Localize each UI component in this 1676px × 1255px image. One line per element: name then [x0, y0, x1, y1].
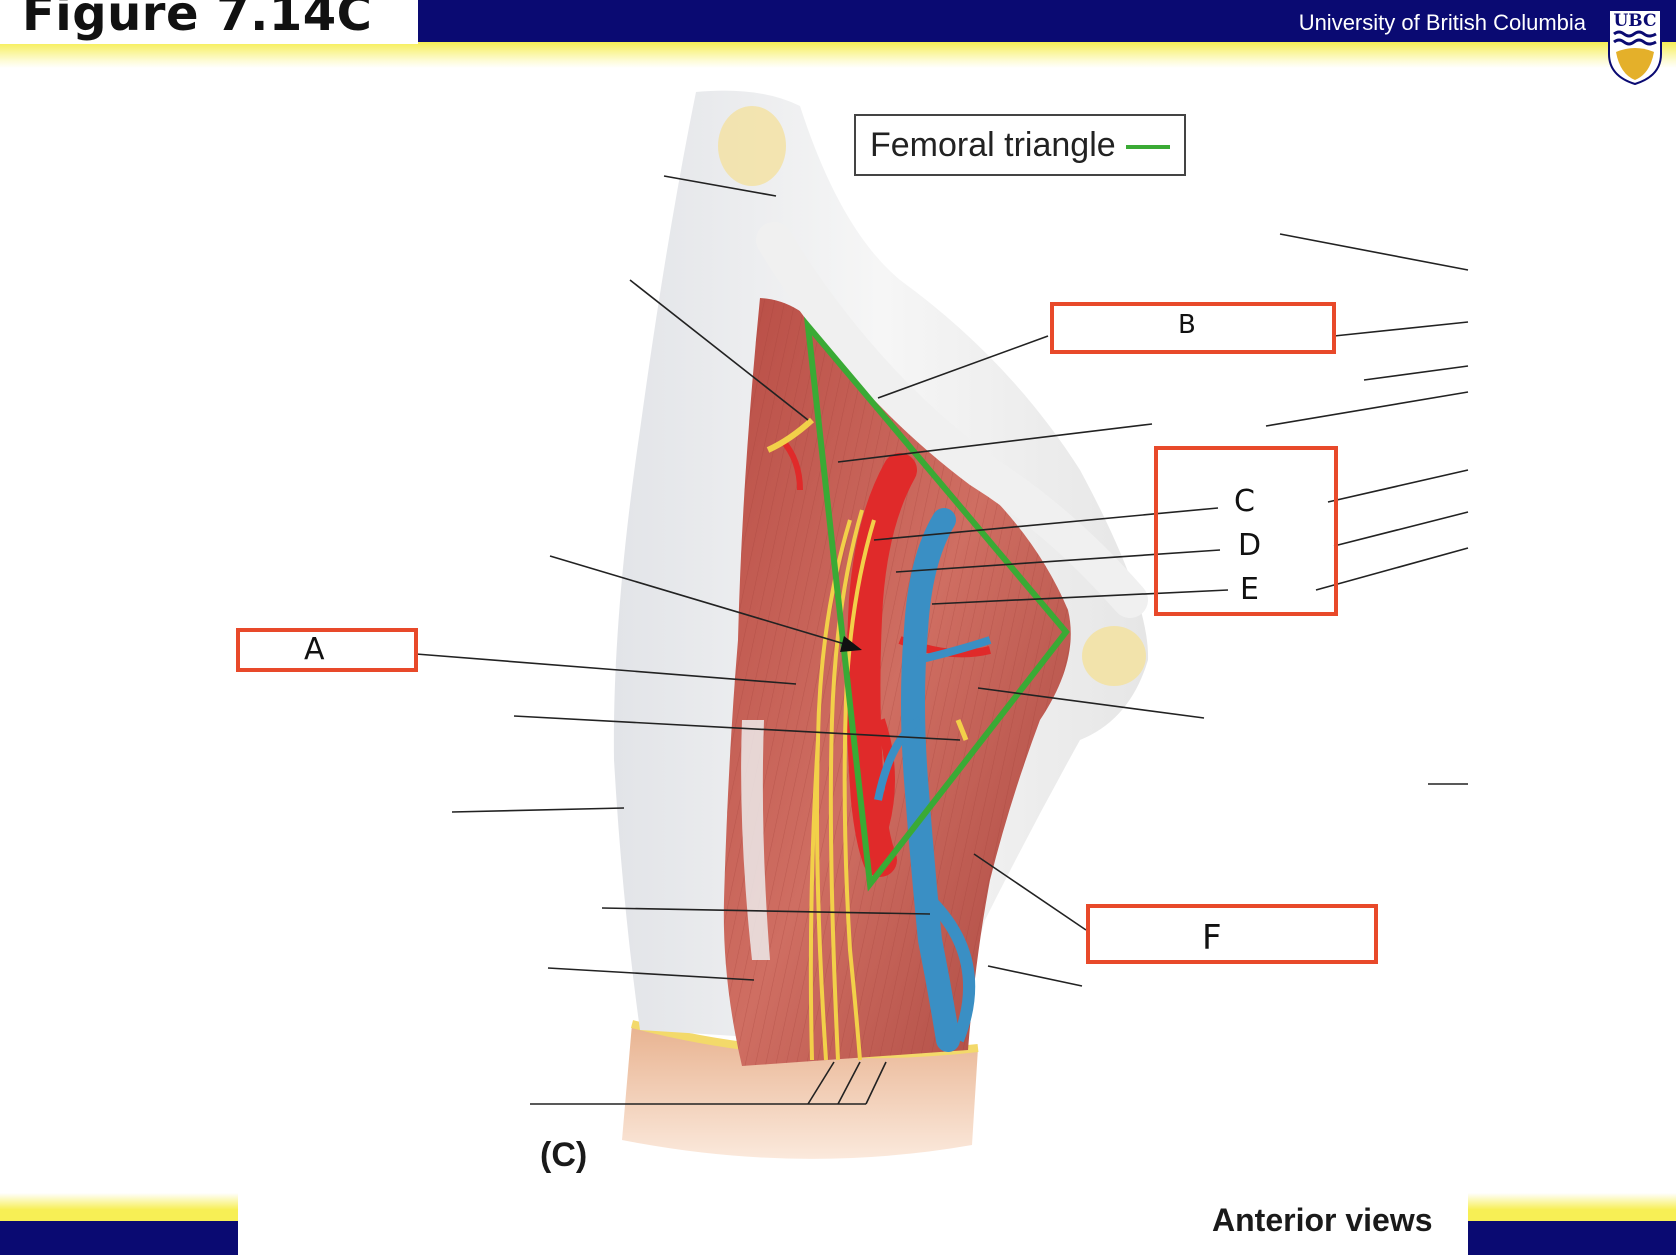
- label-box-f[interactable]: F: [1086, 904, 1378, 964]
- label-box-a[interactable]: A: [236, 628, 418, 672]
- femoral-vein: [901, 508, 960, 1052]
- leader-lines: [415, 175, 1469, 1105]
- logo-text: UBC: [1613, 11, 1656, 31]
- label-c-text: C: [1234, 484, 1255, 519]
- figure-title: Figure 7.14C: [22, 0, 373, 42]
- figure-title-box: Figure 7.14C: [0, 0, 418, 44]
- footer-accent-left: [0, 1193, 238, 1221]
- legend-swatch: [1126, 145, 1170, 149]
- legend-label: Femoral triangle: [870, 126, 1116, 164]
- label-f-text: F: [1202, 918, 1222, 958]
- panel-letter: (C): [540, 1136, 588, 1174]
- femoral-triangle-outline: [803, 316, 1070, 892]
- institution-name: University of British Columbia: [1298, 10, 1586, 35]
- legend: Femoral triangle: [854, 114, 1186, 176]
- ubc-crest-icon: UBC: [1608, 9, 1662, 86]
- footer-bar-right: [1468, 1221, 1676, 1255]
- header-accent-stripe: [0, 42, 1676, 68]
- view-caption: Anterior views: [1212, 1202, 1433, 1238]
- label-box-cde[interactable]: C D E: [1154, 446, 1338, 616]
- footer-bar-left: [0, 1221, 238, 1255]
- label-a-text: A: [304, 632, 325, 667]
- femoral-artery: [846, 453, 917, 877]
- label-box-b[interactable]: B: [1050, 302, 1336, 354]
- footer-accent-right: [1468, 1193, 1676, 1221]
- label-e-text: E: [1240, 572, 1259, 607]
- label-b-text: B: [1178, 310, 1196, 340]
- label-d-text: D: [1238, 528, 1262, 563]
- femoral-nerve: [842, 519, 876, 1061]
